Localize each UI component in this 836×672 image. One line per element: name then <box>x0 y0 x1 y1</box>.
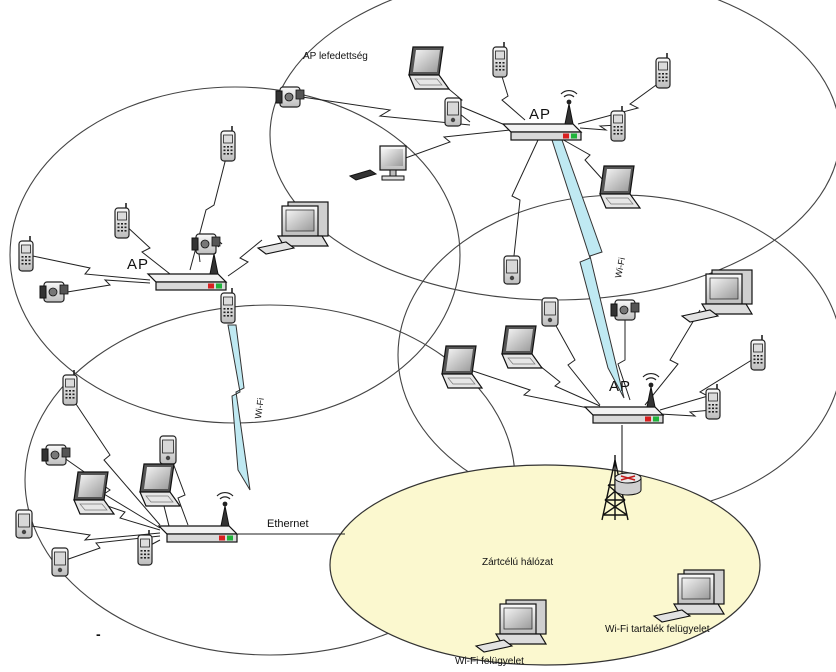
camcorder-icon <box>610 299 640 321</box>
wifi-link-left <box>227 324 251 491</box>
desktop-pc-icon <box>681 269 753 323</box>
ap-label-left: AP <box>127 256 150 273</box>
phone-icon <box>610 105 626 142</box>
wired-links <box>238 425 623 535</box>
phone-icon <box>220 125 236 162</box>
phone-icon <box>492 41 508 78</box>
pda-icon <box>503 255 521 285</box>
phone-icon <box>750 334 766 371</box>
phone-icon <box>137 529 153 566</box>
desktop-pc-icon <box>257 201 329 255</box>
wifi-backhaul-links <box>227 139 625 491</box>
pda-icon <box>15 509 33 539</box>
closed-network-area <box>329 464 761 666</box>
pda-icon <box>159 435 177 465</box>
phone-icon <box>62 369 78 406</box>
phone-icon <box>655 52 671 89</box>
laptop-icon <box>599 165 641 209</box>
monitor-icon <box>349 145 407 181</box>
camcorder-icon <box>191 233 221 255</box>
phone-icon <box>705 383 721 420</box>
wifi-link-right <box>551 139 625 399</box>
wifi-backup-monitoring-label: Wi-Fi tartalék felügyelet <box>605 624 710 635</box>
laptop-icon <box>408 46 450 90</box>
ap-label-top: AP <box>529 106 552 123</box>
pda-icon <box>51 547 69 577</box>
closed-network-label: Zártcélú hálózat <box>482 557 554 568</box>
laptop-icon <box>501 325 543 369</box>
phone-icon <box>220 287 236 324</box>
wifi-monitoring-label: Wi-Fi felügyelet <box>455 656 524 667</box>
pda-icon <box>444 97 462 127</box>
phone-icon <box>18 235 34 272</box>
ap-label-right: AP <box>609 378 632 395</box>
laptop-icon <box>139 463 181 507</box>
router-icon <box>614 472 642 496</box>
pda-icon <box>541 297 559 327</box>
camcorder-icon <box>41 444 71 466</box>
ethernet-label: Ethernet <box>267 518 309 530</box>
camcorder-icon <box>275 86 305 108</box>
dash-mark: - <box>96 626 101 642</box>
laptop-icon <box>441 345 483 389</box>
cell-top <box>269 0 836 301</box>
phone-icon <box>114 202 130 239</box>
laptop-icon <box>73 471 115 515</box>
camcorder-icon <box>39 281 69 303</box>
ap-coverage-label: AP lefedettség <box>303 51 368 62</box>
